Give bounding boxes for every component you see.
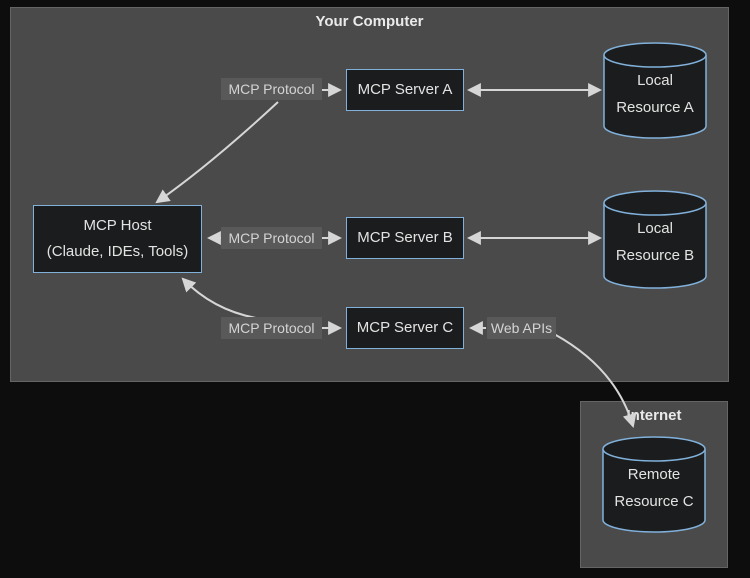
resource-b-line2: Resource B xyxy=(615,247,695,264)
resource-c-line1: Remote xyxy=(627,466,681,483)
internet-title: Internet xyxy=(626,407,682,424)
remote-resource-c-label: Remote Resource C xyxy=(603,452,705,524)
resource-c-line2: Resource C xyxy=(614,493,694,510)
mcp-server-b-node: MCP Server B xyxy=(346,217,464,259)
resource-a-line1: Local xyxy=(637,72,673,89)
mcp-protocol-label-b: MCP Protocol xyxy=(221,227,322,249)
local-resource-a-label: Local Resource A xyxy=(604,58,706,130)
local-resource-b-label: Local Resource B xyxy=(604,206,706,278)
web-apis-label: Web APIs xyxy=(487,317,556,339)
mcp-host-line2: (Claude, IDEs, Tools) xyxy=(46,243,189,260)
mcp-server-c-node: MCP Server C xyxy=(346,307,464,349)
mcp-server-a-node: MCP Server A xyxy=(346,69,464,111)
resource-a-line2: Resource A xyxy=(616,99,694,116)
resource-b-line1: Local xyxy=(637,220,673,237)
mcp-protocol-label-c: MCP Protocol xyxy=(221,317,322,339)
mcp-protocol-label-a: MCP Protocol xyxy=(221,78,322,100)
mcp-host-line1: MCP Host xyxy=(83,217,152,234)
your-computer-title: Your Computer xyxy=(315,13,424,30)
mcp-host-node: MCP Host (Claude, IDEs, Tools) xyxy=(33,205,202,273)
